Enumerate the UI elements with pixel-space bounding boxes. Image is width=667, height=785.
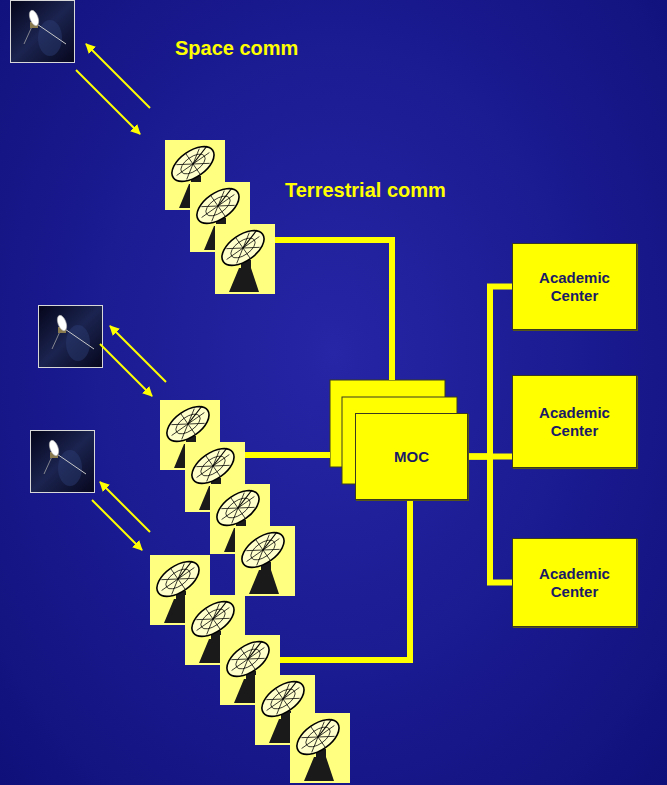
box-text: MOC	[394, 448, 429, 466]
spacecraft-image	[11, 1, 75, 63]
antenna-stack	[165, 140, 275, 294]
box-text: Academic Center	[527, 565, 622, 601]
moc-box: MOC	[355, 413, 468, 500]
box-text: Academic Center	[527, 269, 622, 305]
terrestrial-link	[468, 457, 512, 583]
link-label: Space comm	[175, 36, 298, 60]
academic-center-box: Academic Center	[512, 375, 637, 468]
link-label: Terrestrial comm	[285, 178, 446, 202]
box-text: Academic Center	[527, 404, 622, 440]
antenna-stack	[150, 555, 350, 783]
spacecraft-image	[39, 306, 103, 368]
academic-center-box: Academic Center	[512, 243, 637, 330]
terrestrial-link	[468, 287, 512, 457]
academic-center-box: Academic Center	[512, 538, 637, 627]
space-link-arrows	[76, 44, 166, 550]
spacecraft-image	[31, 431, 95, 493]
